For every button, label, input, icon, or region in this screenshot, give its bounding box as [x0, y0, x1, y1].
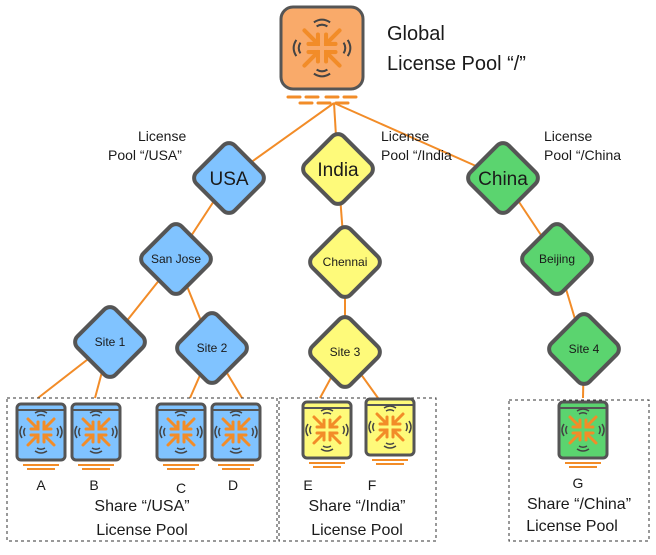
node-site-1-label: Site 1 [95, 335, 126, 349]
node-beijing-label: Beijing [539, 252, 575, 266]
pool-label-india-line2: Pool “/India [381, 147, 452, 163]
ap-device-b [70, 402, 122, 470]
node-chennai: Chennai [308, 225, 382, 299]
global-device-base-icon [286, 95, 358, 105]
node-china: China [466, 141, 540, 215]
node-site-4-label: Site 4 [569, 342, 600, 356]
node-site-2: Site 2 [175, 311, 249, 385]
ap-label-a: A [36, 477, 46, 493]
ap-device-f [364, 397, 416, 465]
ap-label-g: G [573, 475, 584, 491]
pool-label-usa-line1: License [138, 128, 186, 144]
share-china-line1: Share “/China” [527, 496, 631, 513]
node-san-jose-label: San Jose [151, 252, 201, 266]
pool-label-usa-line2: Pool “/USA” [108, 147, 182, 163]
node-chennai-label: Chennai [323, 255, 368, 269]
node-usa: USA [192, 141, 266, 215]
share-india-line2: License Pool [311, 522, 403, 539]
share-india-line1: Share “/India” [309, 498, 406, 515]
share-usa-line1: Share “/USA” [94, 498, 189, 515]
pool-label-india-line1: License [381, 128, 429, 144]
ap-device-c [155, 402, 207, 470]
share-box-india [278, 397, 437, 542]
share-china-line2: License Pool [526, 518, 618, 535]
pool-label-china-line1: License [544, 128, 592, 144]
ap-device-d [210, 402, 262, 470]
node-beijing: Beijing [520, 222, 594, 296]
ap-device-a [15, 402, 67, 470]
ap-label-b: B [89, 477, 98, 493]
ap-label-f: F [368, 477, 377, 493]
node-india: India [301, 132, 375, 206]
node-site-3: Site 3 [308, 315, 382, 389]
global-pool-device [279, 5, 365, 105]
pool-label-china-line2: Pool “/China [544, 147, 621, 163]
share-usa-line2: License Pool [96, 522, 188, 539]
ap-label-e: E [303, 477, 312, 493]
ap-device-g [557, 400, 609, 468]
node-site-2-label: Site 2 [197, 341, 228, 355]
ap-label-d: D [228, 477, 238, 493]
node-san-jose: San Jose [139, 222, 213, 296]
node-china-label: China [478, 169, 528, 190]
share-box-china [508, 399, 650, 542]
node-site-1: Site 1 [73, 305, 147, 379]
node-site-3-label: Site 3 [330, 345, 361, 359]
ap-device-e [301, 400, 353, 468]
node-site-4: Site 4 [547, 312, 621, 386]
node-usa-label: USA [209, 169, 248, 190]
global-title-line2: License Pool “/” [387, 53, 526, 75]
share-box-usa [6, 397, 278, 542]
global-title-line1: Global [387, 23, 445, 45]
ap-label-c: C [176, 480, 186, 496]
node-india-label: India [317, 160, 359, 181]
